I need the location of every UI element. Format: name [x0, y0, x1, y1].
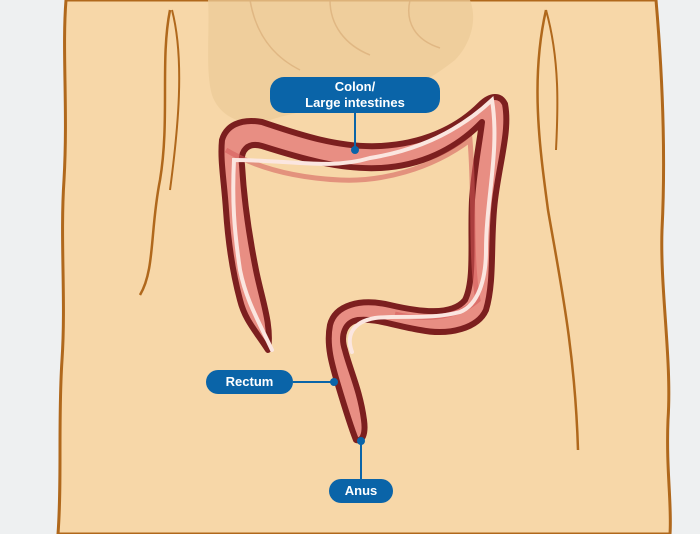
colon-pointer-dot: [351, 146, 359, 154]
anus-pointer-dot: [357, 437, 365, 445]
colon-label-line2: Large intestines: [270, 95, 440, 111]
rectum-pointer-dot: [330, 378, 338, 386]
anus-label: Anus: [329, 479, 393, 503]
rectum-label: Rectum: [206, 370, 293, 394]
colon-label: Colon/ Large intestines: [270, 77, 440, 113]
colon-label-line1: Colon/: [270, 79, 440, 95]
